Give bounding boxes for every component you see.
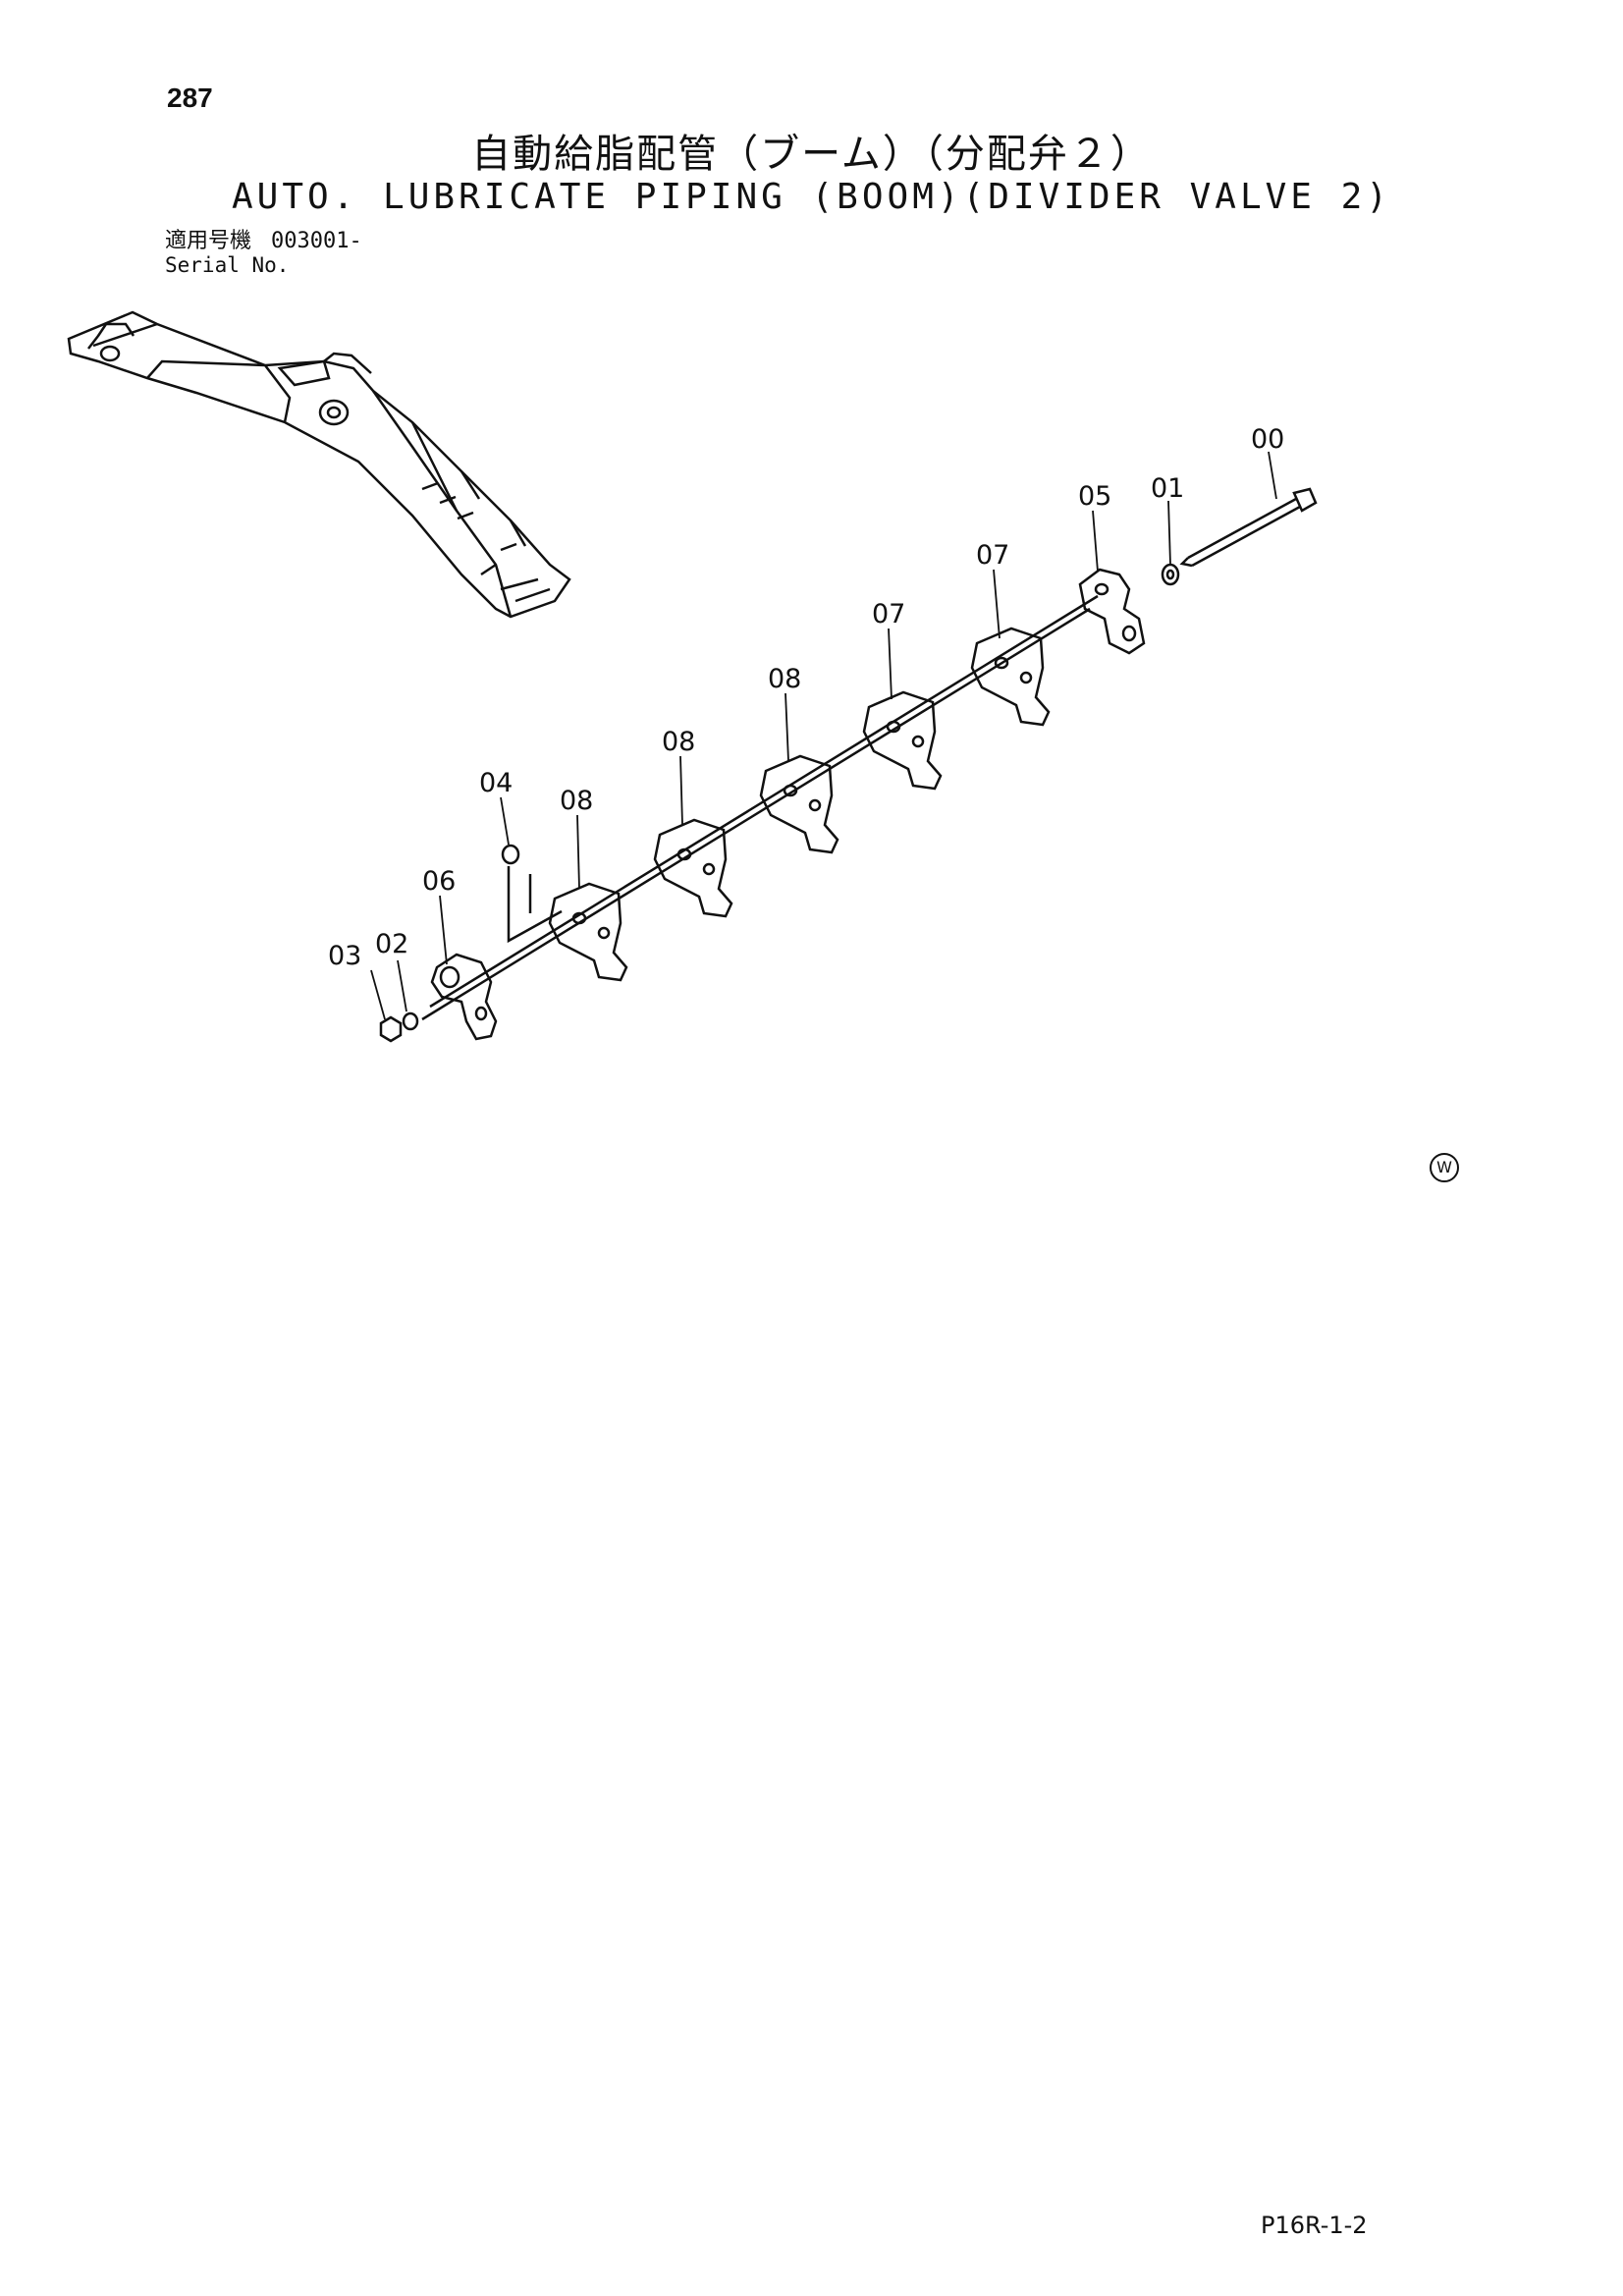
- callout-00: 00: [1251, 424, 1284, 455]
- divider-block: [970, 627, 1051, 727]
- callout-07a: 07: [976, 540, 1009, 571]
- callout-04: 04: [479, 768, 513, 798]
- serial-value: 003001-: [271, 229, 362, 253]
- callout-03: 03: [328, 941, 361, 971]
- divider-block: [653, 818, 733, 918]
- page-number: 287: [167, 82, 213, 113]
- serial-block: 適用号機 003001- Serial No.: [165, 229, 362, 278]
- boom-illustration: [67, 310, 571, 619]
- callout-08c: 08: [560, 786, 593, 816]
- callout-07b: 07: [872, 599, 905, 629]
- callout-08a: 08: [768, 664, 801, 694]
- valve-assembly: [379, 487, 1318, 1043]
- divider-block: [862, 690, 943, 791]
- callout-02: 02: [375, 929, 408, 959]
- title-english: AUTO. LUBRICATE PIPING (BOOM)(DIVIDER VA…: [232, 177, 1391, 217]
- leader-lines: [370, 451, 1277, 1020]
- page-code: P16R-1-2: [1261, 2212, 1368, 2239]
- serial-label-ja: 適用号機: [165, 229, 252, 253]
- divider-block: [548, 882, 628, 982]
- callout-05: 05: [1078, 481, 1111, 512]
- callout-06: 06: [422, 866, 456, 897]
- callout-01: 01: [1151, 473, 1184, 504]
- title-japanese: 自動給脂配管（ブーム）（分配弁２）: [471, 132, 1152, 177]
- callout-labels: 00 01 05 07 07 08 08 04 08 06 03 02: [328, 424, 1284, 971]
- watermark-circle-w: W: [1430, 1153, 1459, 1182]
- divider-block: [759, 754, 839, 854]
- callout-08b: 08: [662, 727, 695, 757]
- serial-label-en: Serial No.: [165, 253, 290, 277]
- parts-diagram: 00 01 05 07 07 08 08 04 08 06 03 02: [67, 310, 1318, 1043]
